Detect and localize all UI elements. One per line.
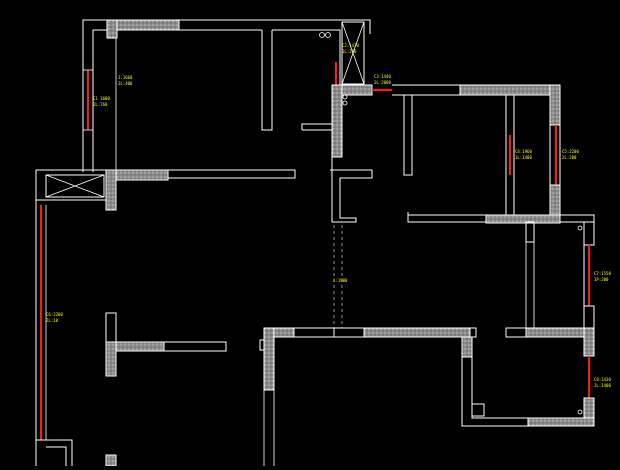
upper-left-room (82, 19, 371, 172)
lower-right-room (461, 221, 595, 427)
annotation-text: 2L:400 (118, 81, 133, 86)
annotation-text: 2L:200 (562, 155, 577, 160)
annotation-text: C5:2200 (562, 149, 579, 154)
shaft (341, 21, 365, 85)
outer-wall-top (82, 19, 371, 172)
shaft-room (272, 21, 365, 85)
annotation-text: 1P:200 (594, 277, 609, 282)
annotation-text: C2:1470 (342, 43, 359, 48)
upper-right-room (331, 84, 595, 224)
inner-wall-top (92, 29, 262, 172)
annotation-text: 2L:760 (93, 102, 108, 107)
annotations: C1 1600 2L:760 1:1660 2L:400 C2:1470 1L:… (46, 43, 611, 388)
balcony-unit (45, 174, 105, 198)
living-outer-wall (35, 169, 296, 466)
wall-hatch-corner (106, 19, 118, 39)
lower-center (259, 327, 477, 466)
annotation-text: C1 1600 (93, 96, 110, 101)
annotation-text: 1:1900 (333, 278, 348, 283)
annotation-text: 2L:2000 (374, 80, 391, 85)
annotation-text: 1L:260 (342, 49, 357, 54)
annotation-text: 1:1660 (118, 75, 133, 80)
outer-wall-right-top (392, 84, 561, 215)
partition-wall (261, 30, 273, 131)
annotation-text: C7:1550 (594, 271, 611, 276)
annotation-text: C6:2200 (46, 312, 63, 317)
annotation-text: 1L:1400 (515, 155, 532, 160)
living-room (35, 169, 296, 467)
annotation-text: C3:1440 (374, 74, 391, 79)
annotation-text: 2L:1400 (594, 383, 611, 388)
annotation-text: 2L:10 (46, 318, 59, 323)
annotation-text: C8:1430 (594, 377, 611, 382)
annotation-text: C4:1960 (515, 149, 532, 154)
corridor (330, 157, 373, 330)
wall-hatch-top (106, 19, 180, 31)
